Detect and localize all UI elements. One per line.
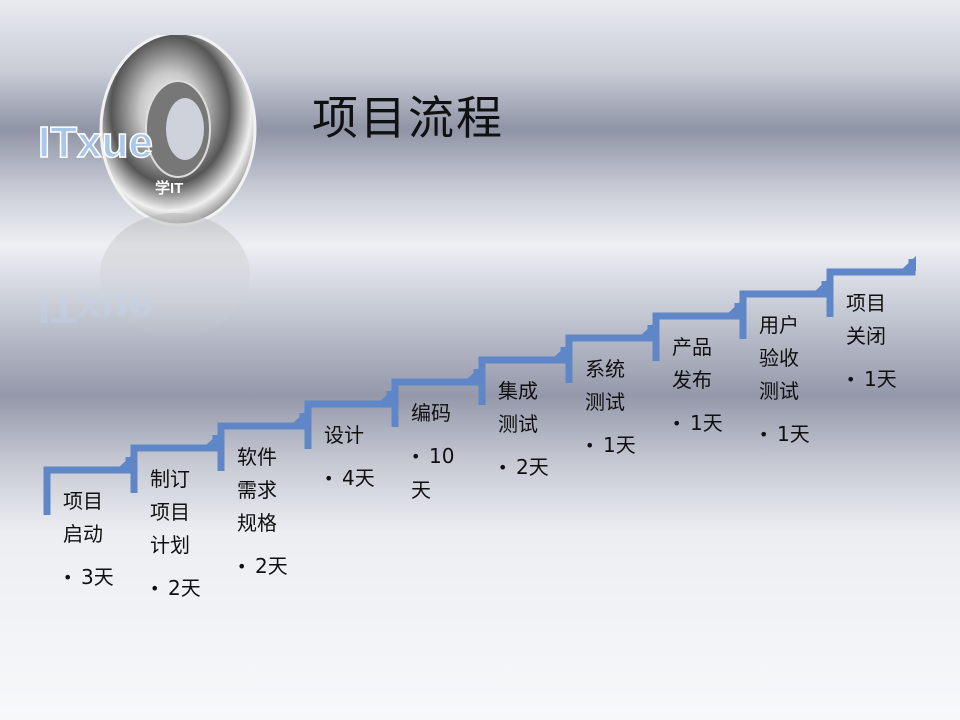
step-corner-6 [552,344,568,359]
step-label-6: 集成 测试 [498,379,538,436]
step-marker-3 [217,410,307,471]
svg-text:ITxue: ITxue [38,118,153,167]
bullet-icon-4: • [324,469,334,488]
step-duration-4: • 4天 [324,462,404,496]
step-duration-7: • 1天 [585,429,665,463]
step-duration-text-8: 1天 [690,411,723,435]
step-label-3: 软件 需求 规格 [237,445,277,535]
step-duration-text-5: 10 天 [411,444,455,502]
step-duration-text-6: 2天 [516,455,549,479]
step-duration-text-1: 3天 [81,565,114,589]
step-marker-7 [565,322,655,383]
step-duration-5: •10 天 [411,440,491,507]
step-corner-10 [900,256,916,271]
step-duration-text-7: 1天 [603,433,636,457]
step-marker-8 [652,300,742,361]
svg-text:学IT: 学IT [155,179,183,197]
step-corner-1 [117,454,133,469]
step-duration-text-9: 1天 [777,422,810,446]
itxue-disc-logo: ITxue 学IT ITxue [37,35,257,337]
step-label-4: 设计 [324,423,364,447]
step-text-5: 编码 •10 天 [411,397,491,507]
step-text-9: 用户 验收 测试 • 1天 [759,309,839,452]
step-label-8: 产品 发布 [672,335,712,392]
step-marker-5 [391,366,481,427]
step-duration-6: • 2天 [498,451,578,485]
step-duration-1: • 3天 [63,561,143,595]
step-duration-text-2: 2天 [168,576,201,600]
bullet-icon-10: • [846,370,856,389]
step-corner-8 [726,300,742,315]
step-duration-2: • 2天 [150,572,230,606]
step-text-4: 设计 • 4天 [324,419,404,496]
step-duration-8: • 1天 [672,407,752,441]
step-label-9: 用户 验收 测试 [759,313,799,403]
step-corner-3 [291,410,307,425]
step-marker-10 [826,256,916,317]
step-marker-9 [739,278,829,339]
page-title: 项目流程 [312,91,504,145]
step-duration-text-10: 1天 [864,367,897,391]
step-text-3: 软件 需求 规格 • 2天 [237,441,317,584]
bullet-icon-9: • [759,425,769,444]
bullet-icon-6: • [498,458,508,477]
step-duration-text-4: 4天 [342,466,375,490]
step-text-10: 项目 关闭 • 1天 [846,287,926,397]
step-text-2: 制订 项目 计划 • 2天 [150,463,230,606]
step-duration-3: • 2天 [237,550,317,584]
svg-text:ITxue: ITxue [38,283,153,332]
bullet-icon-1: • [63,568,73,587]
step-label-2: 制订 项目 计划 [150,467,190,557]
step-corner-9 [813,278,829,293]
bullet-icon-8: • [672,414,682,433]
step-label-5: 编码 [411,401,451,425]
bullet-icon-7: • [585,436,595,455]
step-marker-6 [478,344,568,405]
step-corner-7 [639,322,655,337]
step-duration-9: • 1天 [759,418,839,452]
bullet-icon-2: • [150,579,160,598]
step-label-7: 系统 测试 [585,357,625,414]
step-marker-4 [304,388,394,449]
step-marker-2 [130,432,220,493]
step-marker-1 [43,454,133,515]
step-label-10: 项目 关闭 [846,291,886,348]
step-corner-2 [204,432,220,447]
step-label-1: 项目 启动 [63,489,103,546]
bullet-icon-3: • [237,557,247,576]
step-corner-4 [378,388,394,403]
step-text-1: 项目 启动 • 3天 [63,485,143,595]
step-duration-text-3: 2天 [255,554,288,578]
bullet-icon-5: • [411,447,421,466]
step-duration-10: • 1天 [846,363,926,397]
step-text-8: 产品 发布 • 1天 [672,331,752,441]
step-text-7: 系统 测试 • 1天 [585,353,665,463]
step-corner-5 [465,366,481,381]
step-text-6: 集成 测试 • 2天 [498,375,578,485]
